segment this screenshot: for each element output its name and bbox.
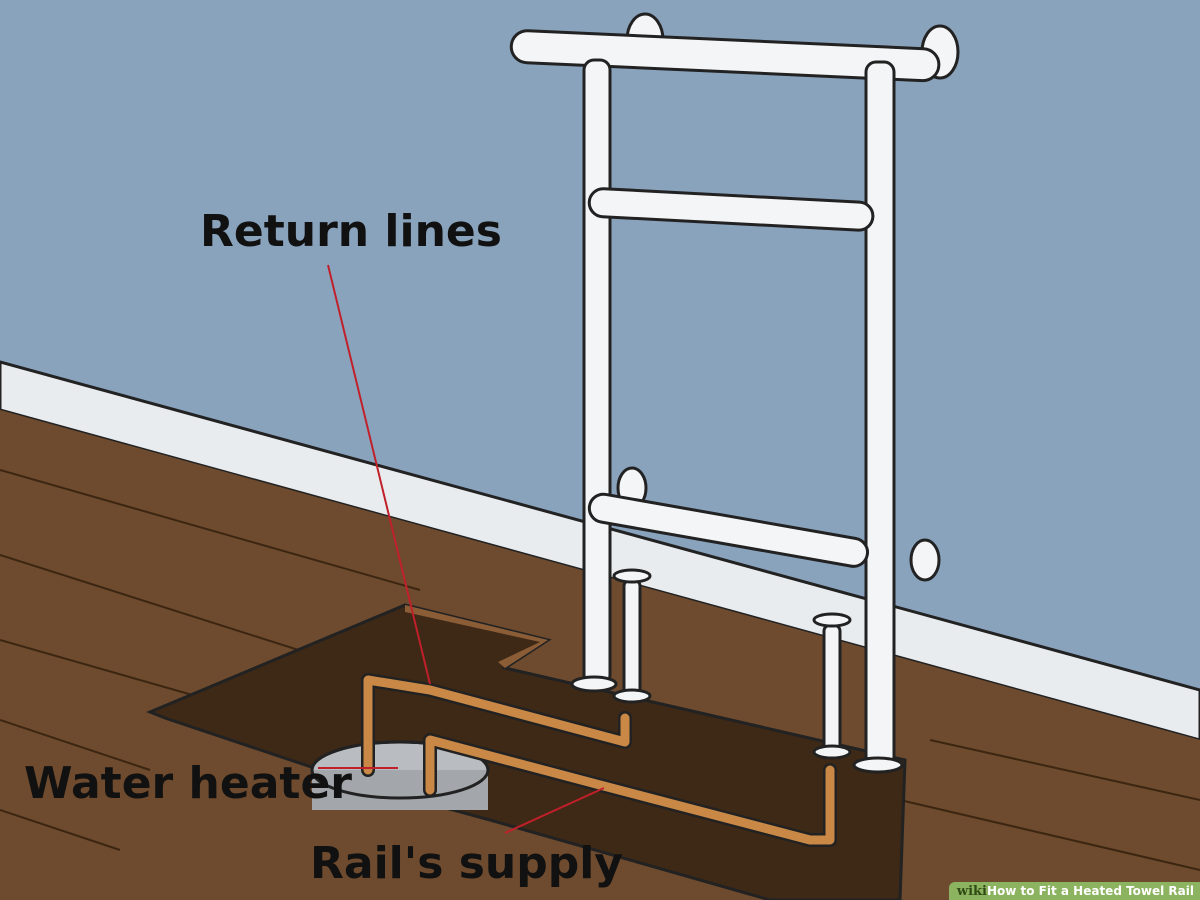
- label-return-lines: Return lines: [200, 206, 502, 257]
- floor-cutout: [146, 603, 907, 900]
- leader-lines: [318, 264, 605, 834]
- watermark-logo: wiki: [956, 884, 987, 899]
- label-rails-supply: Rail's supply: [310, 838, 623, 889]
- water-heater-tank-icon: [310, 740, 490, 810]
- label-water-heater: Water heater: [24, 758, 352, 809]
- copper-pipe-icon: [361, 673, 837, 847]
- wikihow-watermark: wikiHow to Fit a Heated Towel Rail: [948, 882, 1200, 900]
- leader-return-lines: [327, 264, 431, 685]
- leader-rails-supply: [504, 787, 605, 834]
- towel-rail-icon: [509, 12, 960, 774]
- floor-edge: [405, 605, 548, 668]
- floor-boards: [0, 469, 1200, 871]
- watermark-title: How to Fit a Heated Towel Rail: [986, 884, 1194, 898]
